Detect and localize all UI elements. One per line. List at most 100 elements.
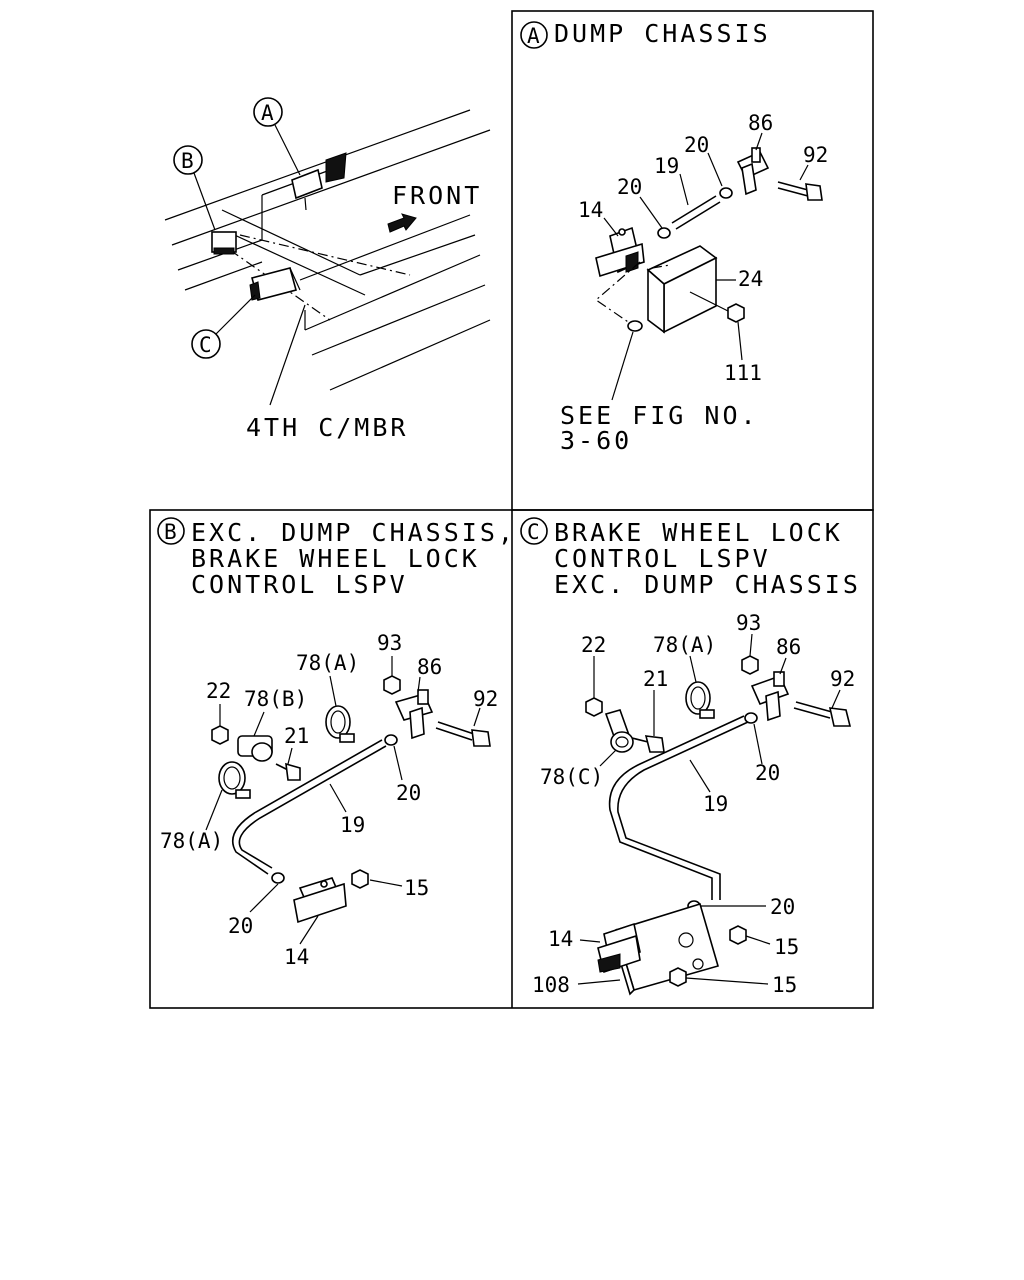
panel-b-nut-22 [211,725,229,745]
overview-chassis-view: FRONT A B C 4TH C/MBR [164,97,491,442]
panel-frames [149,10,874,1009]
panel-c-part-93: 93 [736,611,761,635]
panel-c-part-15: 15 [774,935,799,959]
panel-c-clip-20a [744,712,758,724]
panel-b-badge [157,517,185,545]
overview-component-c [249,267,301,301]
panel-b-part-20b: 20 [228,914,253,938]
panel-a-clip-20b [657,227,671,239]
callout-c-circle [191,329,221,359]
panel-b-bolt-92 [435,721,491,747]
panel-c-part-19: 19 [703,792,728,816]
panel-b-exc-dump-chassis: B EXC. DUMP CHASSIS, BRAKE WHEEL LOCK CO… [157,517,516,969]
panel-c-part-15b: 15 [772,973,797,997]
panel-c-badge [520,517,548,545]
panel-a-badge [520,21,548,49]
panel-b-clip-20b [271,872,285,884]
panel-c-part-108: 108 [532,973,570,997]
panel-a-bolt-92 [777,181,823,201]
panel-b-clamp-78a-left [218,761,251,799]
panel-b-part-14: 14 [284,945,309,969]
panel-c-brake-wheel-lock: C BRAKE WHEEL LOCK CONTROL LSPV EXC. DUM… [520,517,861,997]
panel-b-badge-letter: B [164,520,177,544]
panel-b-clip-20a [384,734,398,746]
panel-a-part-111: 111 [724,361,762,385]
panel-a-cover-24 [646,245,731,334]
panel-b-title-line3: CONTROL LSPV [191,570,408,599]
callout-a-letter: A [261,101,274,125]
panel-b-part-78a-top: 78(A) [296,651,359,675]
panel-a-part-20b: 20 [617,175,642,199]
panel-a-pipe-19 [671,195,721,230]
panel-c-part-78c: 78(C) [540,765,603,789]
panel-c-part-22: 22 [581,633,606,657]
panel-c-part-20b: 20 [770,895,795,919]
panel-b-nut-15 [351,869,369,889]
panel-c-title-line3: EXC. DUMP CHASSIS [554,570,861,599]
panel-b-part-86: 86 [417,655,442,679]
panel-b-part-15: 15 [404,876,429,900]
panel-b-part-22: 22 [206,679,231,703]
panel-a-badge-letter: A [527,24,540,48]
panel-c-part-92: 92 [830,667,855,691]
callout-a-circle [253,97,283,127]
panel-c-part-78a: 78(A) [653,633,716,657]
panel-c-part-20: 20 [755,761,780,785]
panel-b-part-78b: 78(B) [244,687,307,711]
panel-c-part-21: 21 [643,667,668,691]
overview-component-a [291,152,347,211]
panel-b-valve-14 [293,877,347,924]
panel-c-bolt-92 [793,701,852,727]
panel-a-dump-chassis: A DUMP CHASSIS [520,19,828,455]
panel-c-bracket-86 [750,671,790,722]
front-label: FRONT [392,181,482,210]
panel-c-nut-15b [669,967,687,987]
panel-c-clamp-78c [604,709,634,753]
panel-b-part-78a-left: 78(A) [160,829,223,853]
panel-c-nut-15 [729,925,747,945]
panel-c-badge-letter: C [527,520,540,544]
panel-b-part-93: 93 [377,631,402,655]
panel-b-title-line2: BRAKE WHEEL LOCK [191,544,480,573]
panel-a-see-fig-line1: SEE FIG NO. [560,401,759,430]
panel-c-nut-93 [741,655,759,675]
panel-b-bracket-86 [394,689,434,740]
panel-a-clip-20a [719,187,733,199]
callout-c-letter: C [199,333,212,357]
panel-b-part-21: 21 [284,724,309,748]
panel-b-part-19: 19 [340,813,365,837]
panel-c-clamp-78a [685,681,715,719]
panel-a-see-fig-line2: 3-60 [560,426,632,455]
front-arrow [387,213,417,233]
panel-b-clamp-78a-top [325,705,355,743]
panel-a-part-86: 86 [748,111,773,135]
panel-a-part-20: 20 [684,133,709,157]
overview-component-b [211,231,237,255]
panel-a-nut-111 [727,303,745,323]
panel-b-part-92: 92 [473,687,498,711]
panel-b-part-20: 20 [396,781,421,805]
panel-b-title-line1: EXC. DUMP CHASSIS, [191,518,516,547]
panel-a-part-92: 92 [803,143,828,167]
panel-a-part-14: 14 [578,198,603,222]
panel-c-part-86: 86 [776,635,801,659]
panel-c-nut-22 [585,697,603,717]
panel-a-title: DUMP CHASSIS [554,19,771,48]
member-label: 4TH C/MBR [246,413,408,442]
panel-c-part-14: 14 [548,927,573,951]
panel-b-nut-93 [383,675,401,695]
panel-c-title-line1: BRAKE WHEEL LOCK [554,518,843,547]
panel-a-bracket-86 [736,147,770,196]
callout-b-circle [173,145,203,175]
panel-b-clamp-78b [237,735,273,762]
panel-c-bolt-21 [631,735,665,753]
callout-b-letter: B [181,149,194,173]
panel-a-part-24: 24 [738,267,763,291]
panel-c-pipe-19 [608,715,749,900]
panel-b-pipe-19 [231,739,387,875]
panel-a-valve-14 [595,226,645,278]
panel-c-title-line2: CONTROL LSPV [554,544,771,573]
panel-a-part-19: 19 [654,154,679,178]
panel-c-valve-14 [597,922,641,974]
